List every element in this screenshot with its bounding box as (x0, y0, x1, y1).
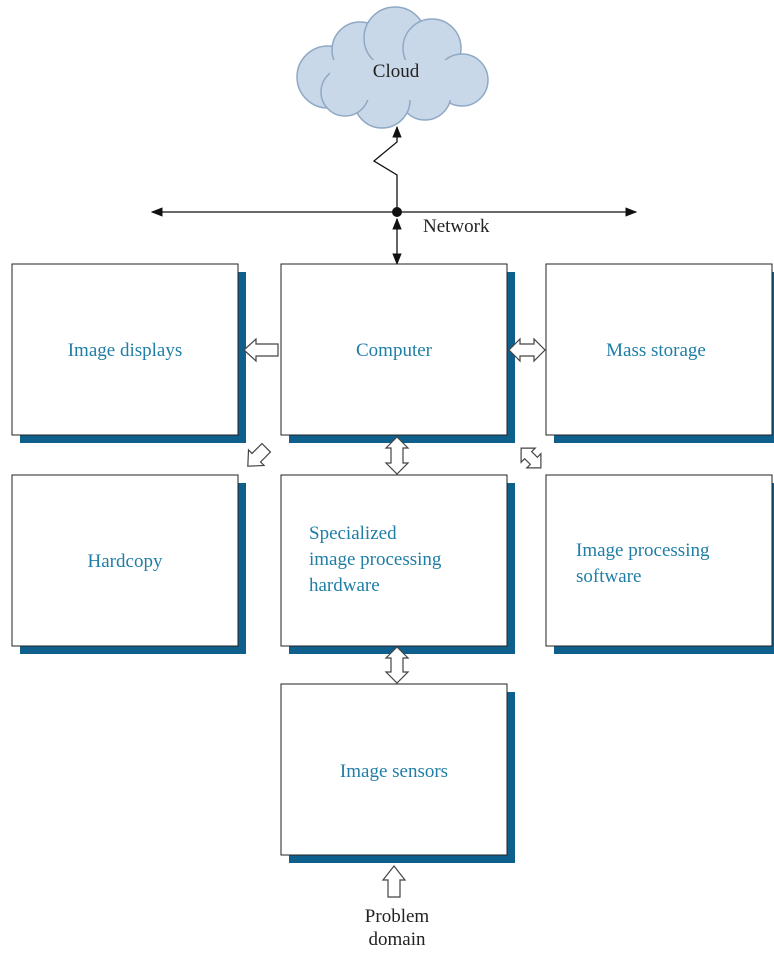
image-sensors-label: Image sensors (340, 761, 448, 782)
computer-label: Computer (356, 340, 433, 361)
specialized-hardware-label-line-1: Specialized (309, 523, 397, 544)
network-label: Network (423, 216, 490, 237)
cloud-connection (372, 125, 402, 212)
hardcopy-label: Hardcopy (88, 551, 163, 572)
image-sensors-box: Image sensors (280, 683, 515, 863)
specialized-hardware-box: Specialized image processing hardware (280, 474, 515, 654)
arrow-hardware-sensors (384, 646, 410, 684)
network-bus: Network (150, 207, 638, 266)
specialized-hardware-label-line-3: hardware (309, 575, 380, 596)
mass-storage-box: Mass storage (545, 263, 774, 443)
image-processing-software-label-line-2: software (576, 566, 641, 587)
cloud-label: Cloud (373, 61, 420, 82)
image-displays-box: Image displays (11, 263, 246, 443)
problem-domain-label-line-1: Problem (365, 906, 430, 927)
problem-domain: Problem domain (365, 906, 430, 950)
arrow-computer-to-hardcopy (247, 442, 272, 467)
arrow-computer-to-displays (243, 337, 279, 363)
cloud-shape (296, 6, 489, 129)
computer-box: Computer (280, 263, 515, 443)
arrow-problem-domain-to-sensors (381, 865, 407, 898)
problem-domain-label-line-2: domain (369, 929, 426, 950)
hardcopy-box: Hardcopy (11, 474, 246, 654)
mass-storage-label: Mass storage (606, 340, 706, 361)
specialized-hardware-label-line-2: image processing (309, 549, 442, 570)
arrow-software-computer (520, 447, 542, 469)
image-displays-label: Image displays (68, 340, 183, 361)
arrow-computer-mass-storage (508, 337, 546, 363)
network-node (392, 207, 402, 217)
cloud: Cloud (296, 6, 489, 129)
image-processing-software-label-line-1: Image processing (576, 540, 710, 561)
arrow-computer-hardware (384, 436, 410, 475)
image-processing-software-box: Image processing software (545, 474, 774, 654)
